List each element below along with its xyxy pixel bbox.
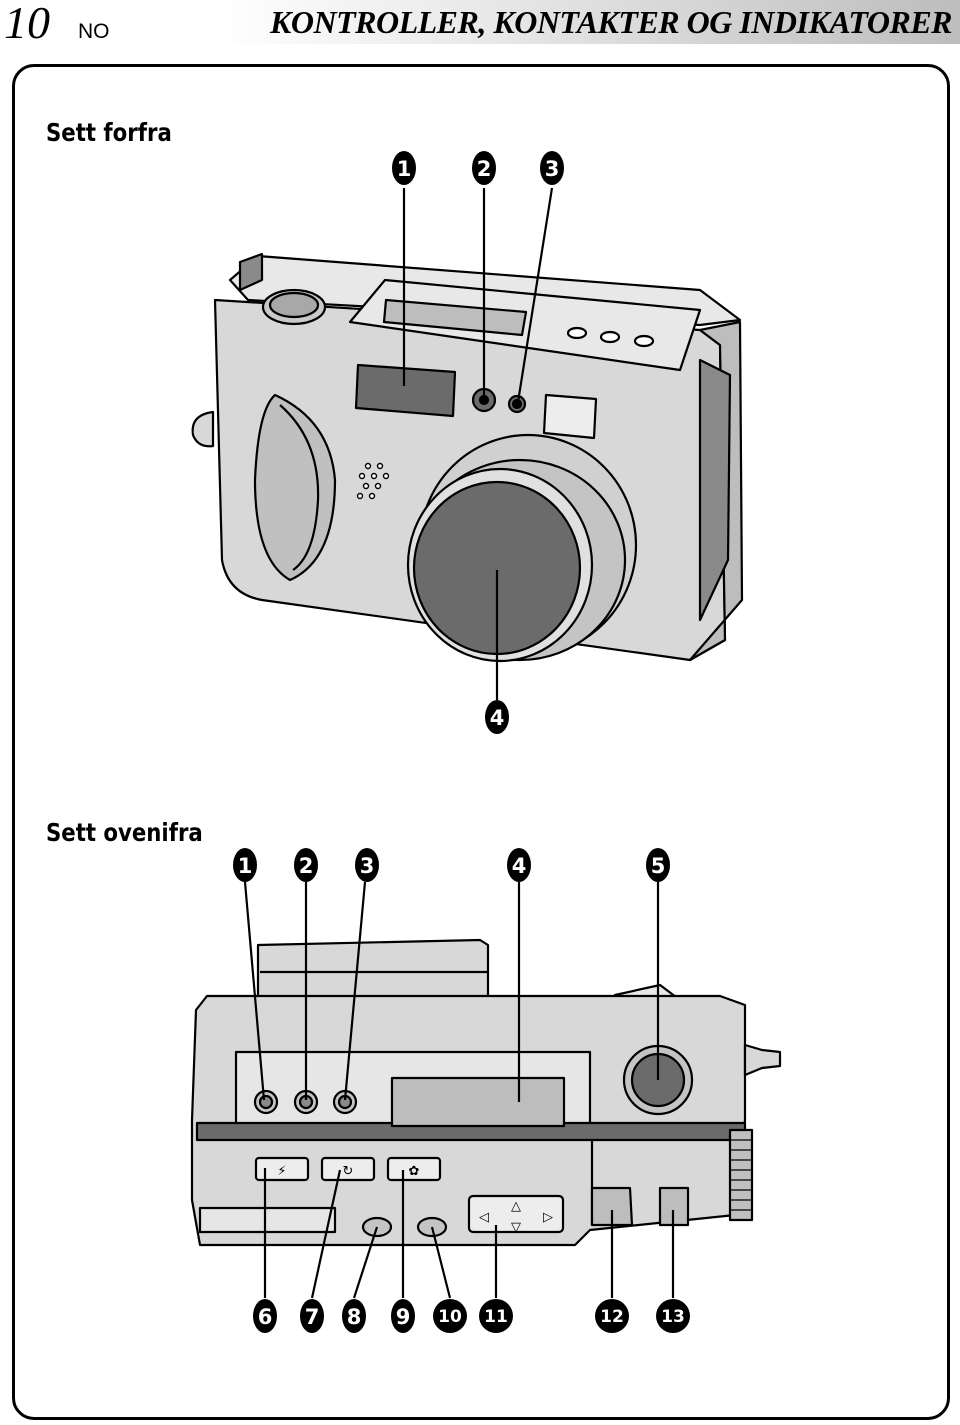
top-callout-9: 9 [391, 1299, 415, 1333]
button-glyphs: ⚡ ↻ ✿ △ ▽ ◁ ▷ [277, 1164, 553, 1235]
svg-text:12: 12 [600, 1307, 624, 1327]
top-callout-11: 11 [479, 1299, 513, 1333]
svg-text:11: 11 [484, 1307, 508, 1327]
flash-icon: ⚡ [277, 1164, 286, 1179]
top-callout-4: 4 [507, 848, 531, 882]
top-callout-6: 6 [253, 1299, 277, 1333]
front-callout-3: 3 [540, 151, 564, 185]
front-view-title: Sett forfra [46, 118, 172, 147]
svg-text:2: 2 [299, 854, 314, 878]
top-callout-12: 12 [595, 1299, 629, 1333]
top-view-title: Sett ovenifra [46, 818, 203, 847]
svg-text:6: 6 [258, 1305, 273, 1329]
svg-text:3: 3 [360, 854, 375, 878]
top-callout-2: 2 [294, 848, 318, 882]
self-timer-icon: ↻ [343, 1164, 354, 1179]
macro-icon: ✿ [409, 1164, 420, 1179]
svg-text:3: 3 [545, 157, 560, 181]
svg-text:13: 13 [661, 1307, 685, 1327]
svg-text:4: 4 [490, 706, 505, 730]
svg-text:8: 8 [347, 1305, 362, 1329]
top-callout-7: 7 [300, 1299, 324, 1333]
camera-top-illustration [190, 938, 782, 1247]
page-number: 10 [4, 0, 50, 48]
title-bar: KONTROLLER, KONTAKTER OG INDIKATORER [215, 0, 960, 44]
language-code: NO [78, 20, 110, 43]
down-arrow-icon: ▽ [511, 1220, 521, 1235]
left-arrow-icon: ◁ [479, 1210, 489, 1225]
svg-text:2: 2 [477, 157, 492, 181]
svg-text:1: 1 [238, 854, 253, 878]
right-arrow-icon: ▷ [543, 1210, 553, 1225]
top-callout-1: 1 [233, 848, 257, 882]
top-callout-10: 10 [433, 1299, 467, 1333]
svg-text:5: 5 [651, 854, 666, 878]
svg-text:9: 9 [396, 1305, 411, 1329]
up-arrow-icon: △ [511, 1199, 521, 1214]
top-callout-5: 5 [646, 848, 670, 882]
top-leader-lines [243, 881, 675, 1299]
top-callout-13: 13 [656, 1299, 690, 1333]
svg-text:1: 1 [397, 157, 412, 181]
front-callout-4: 4 [485, 700, 509, 734]
page-title: KONTROLLER, KONTAKTER OG INDIKATORER [270, 4, 952, 40]
top-callout-8: 8 [342, 1299, 366, 1333]
camera-front-illustration [191, 252, 744, 663]
content-frame [12, 64, 950, 1420]
front-callout-2: 2 [472, 151, 496, 185]
svg-text:7: 7 [305, 1305, 320, 1329]
front-callout-1: 1 [392, 151, 416, 185]
front-leader-lines [402, 187, 554, 700]
page-header: 10 NO KONTROLLER, KONTAKTER OG INDIKATOR… [0, 0, 960, 48]
svg-text:4: 4 [512, 854, 527, 878]
svg-text:10: 10 [438, 1307, 462, 1327]
top-callout-3: 3 [355, 848, 379, 882]
